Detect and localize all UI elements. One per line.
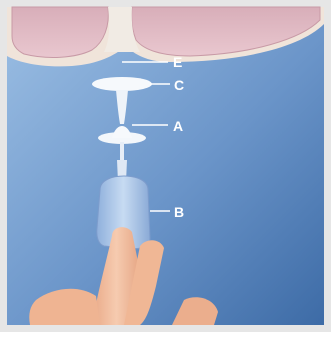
- label-b: B: [174, 204, 184, 220]
- label-e: E: [173, 54, 182, 70]
- label-a: A: [173, 118, 183, 134]
- label-c: C: [174, 77, 184, 93]
